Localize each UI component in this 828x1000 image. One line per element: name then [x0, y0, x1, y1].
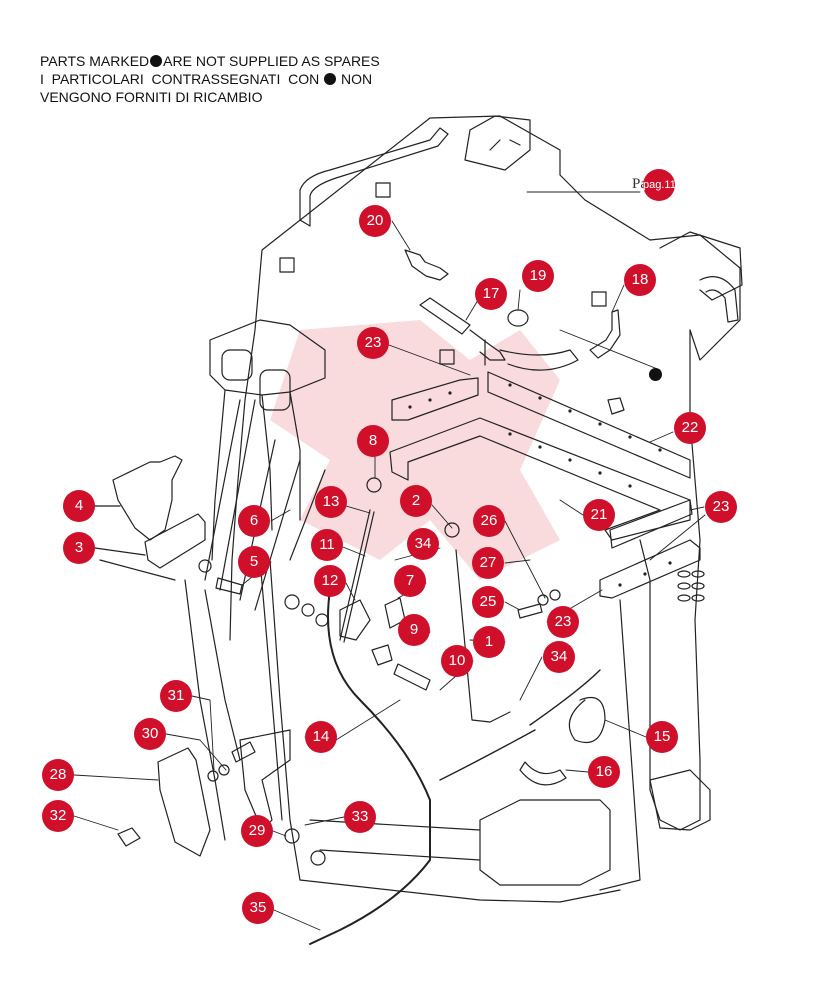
main-frame-top	[464, 115, 531, 171]
callout-26[interactable]: 26	[473, 505, 505, 537]
spares-note-line-1: PARTS MARKED ARE NOT SUPPLIED AS SPARES	[40, 52, 380, 70]
right-handle	[699, 276, 739, 323]
callout-18[interactable]: 18	[624, 264, 656, 296]
callout-29[interactable]: 29	[241, 815, 273, 847]
callout-16[interactable]: 16	[588, 756, 620, 788]
hose-curve	[499, 349, 579, 371]
left-console-window	[259, 369, 291, 411]
callout-4[interactable]: 4	[63, 490, 95, 522]
left-console-window	[221, 349, 253, 381]
callout-23[interactable]: 23	[705, 491, 737, 523]
callout-20[interactable]: 20	[359, 205, 391, 237]
note-text: I PARTICOLARI CONTRASSEGNATI CON	[40, 71, 320, 87]
callout-22[interactable]: 22	[674, 412, 706, 444]
hose-part-17	[419, 297, 471, 335]
callout-12[interactable]: 12	[314, 565, 346, 597]
callout-14[interactable]: 14	[305, 721, 337, 753]
callout-10[interactable]: 10	[441, 645, 473, 677]
plate-part-23-d	[609, 499, 693, 549]
callout-34[interactable]: 34	[543, 641, 575, 673]
callout-23[interactable]: 23	[547, 606, 579, 638]
callout-30[interactable]: 30	[134, 718, 166, 750]
rod-part-13	[339, 509, 375, 643]
right-bracket	[659, 231, 743, 301]
callout-25[interactable]: 25	[472, 586, 504, 618]
right-foot	[649, 769, 711, 831]
page-ref-marker[interactable]: pag.11	[643, 169, 676, 201]
callout-27[interactable]: 27	[472, 547, 504, 579]
callout-17[interactable]: 17	[475, 278, 507, 310]
spares-note-line-2: I PARTICOLARI CONTRASSEGNATI CON NON	[40, 70, 380, 88]
tee-fitting	[469, 329, 506, 366]
callout-5[interactable]: 5	[238, 546, 270, 578]
callout-35[interactable]: 35	[242, 892, 274, 924]
not-supplied-bullet-icon	[150, 55, 163, 67]
main-frame	[229, 115, 741, 641]
plate-holes	[408, 383, 672, 587]
callout-28[interactable]: 28	[42, 759, 74, 791]
callout-9[interactable]: 9	[398, 614, 430, 646]
note-text: PARTS MARKED	[40, 53, 150, 69]
callout-6[interactable]: 6	[238, 505, 270, 537]
callout-1[interactable]: 1	[473, 626, 505, 658]
callout-8[interactable]: 8	[357, 425, 389, 457]
bracket-part-4	[112, 455, 183, 541]
callout-33[interactable]: 33	[344, 801, 376, 833]
pivot-part-12	[339, 599, 371, 641]
callout-19[interactable]: 19	[522, 260, 554, 292]
not-supplied-bullet-icon	[324, 73, 337, 85]
spares-note: PARTS MARKED ARE NOT SUPPLIED AS SPARES I…	[40, 52, 380, 106]
elbow-part-18	[589, 309, 621, 359]
cable-part-34	[439, 669, 601, 781]
not-supplied-bullet-icon	[649, 368, 662, 381]
plate-part-23-c	[599, 539, 701, 599]
reference-squares	[279, 182, 607, 365]
callout-2[interactable]: 2	[400, 485, 432, 517]
callout-3[interactable]: 3	[63, 532, 95, 564]
left-console-top	[209, 319, 326, 396]
frame-part-21-22	[389, 417, 691, 541]
leader	[94, 505, 176, 581]
note-text: NON	[337, 71, 373, 87]
slot-symbols	[677, 570, 705, 602]
cable-part-35	[309, 589, 431, 945]
bottom-bar	[299, 819, 621, 903]
fitting-part-20	[404, 249, 449, 281]
spares-note-line-3: VENGONO FORNITI DI RICAMBIO	[40, 89, 263, 105]
bottom-box	[479, 799, 611, 886]
fitting-lower-right	[607, 397, 625, 415]
bracket-part-3	[144, 513, 206, 569]
rod-part-1	[455, 549, 511, 723]
callout-23[interactable]: 23	[357, 327, 389, 359]
callout-11[interactable]: 11	[311, 529, 343, 561]
callout-15[interactable]: 15	[646, 721, 678, 753]
plate-part-23-b	[487, 371, 691, 479]
coil-part-15	[568, 696, 606, 744]
lower-plate-part-29	[239, 729, 291, 831]
callout-32[interactable]: 32	[42, 800, 74, 832]
callout-7[interactable]: 7	[394, 565, 426, 597]
callout-13[interactable]: 13	[315, 486, 347, 518]
top-grab-bar	[299, 127, 449, 227]
left-column	[184, 559, 301, 881]
lower-right-frame	[599, 329, 701, 891]
plate-part-23-a	[391, 377, 479, 421]
callout-31[interactable]: 31	[160, 680, 192, 712]
note-text: ARE NOT SUPPLIED AS SPARES	[163, 53, 380, 69]
callout-21[interactable]: 21	[583, 499, 615, 531]
clip-part-16	[519, 761, 567, 786]
callout-34[interactable]: 34	[407, 528, 439, 560]
lower-left-bracket-part-28	[157, 747, 211, 857]
